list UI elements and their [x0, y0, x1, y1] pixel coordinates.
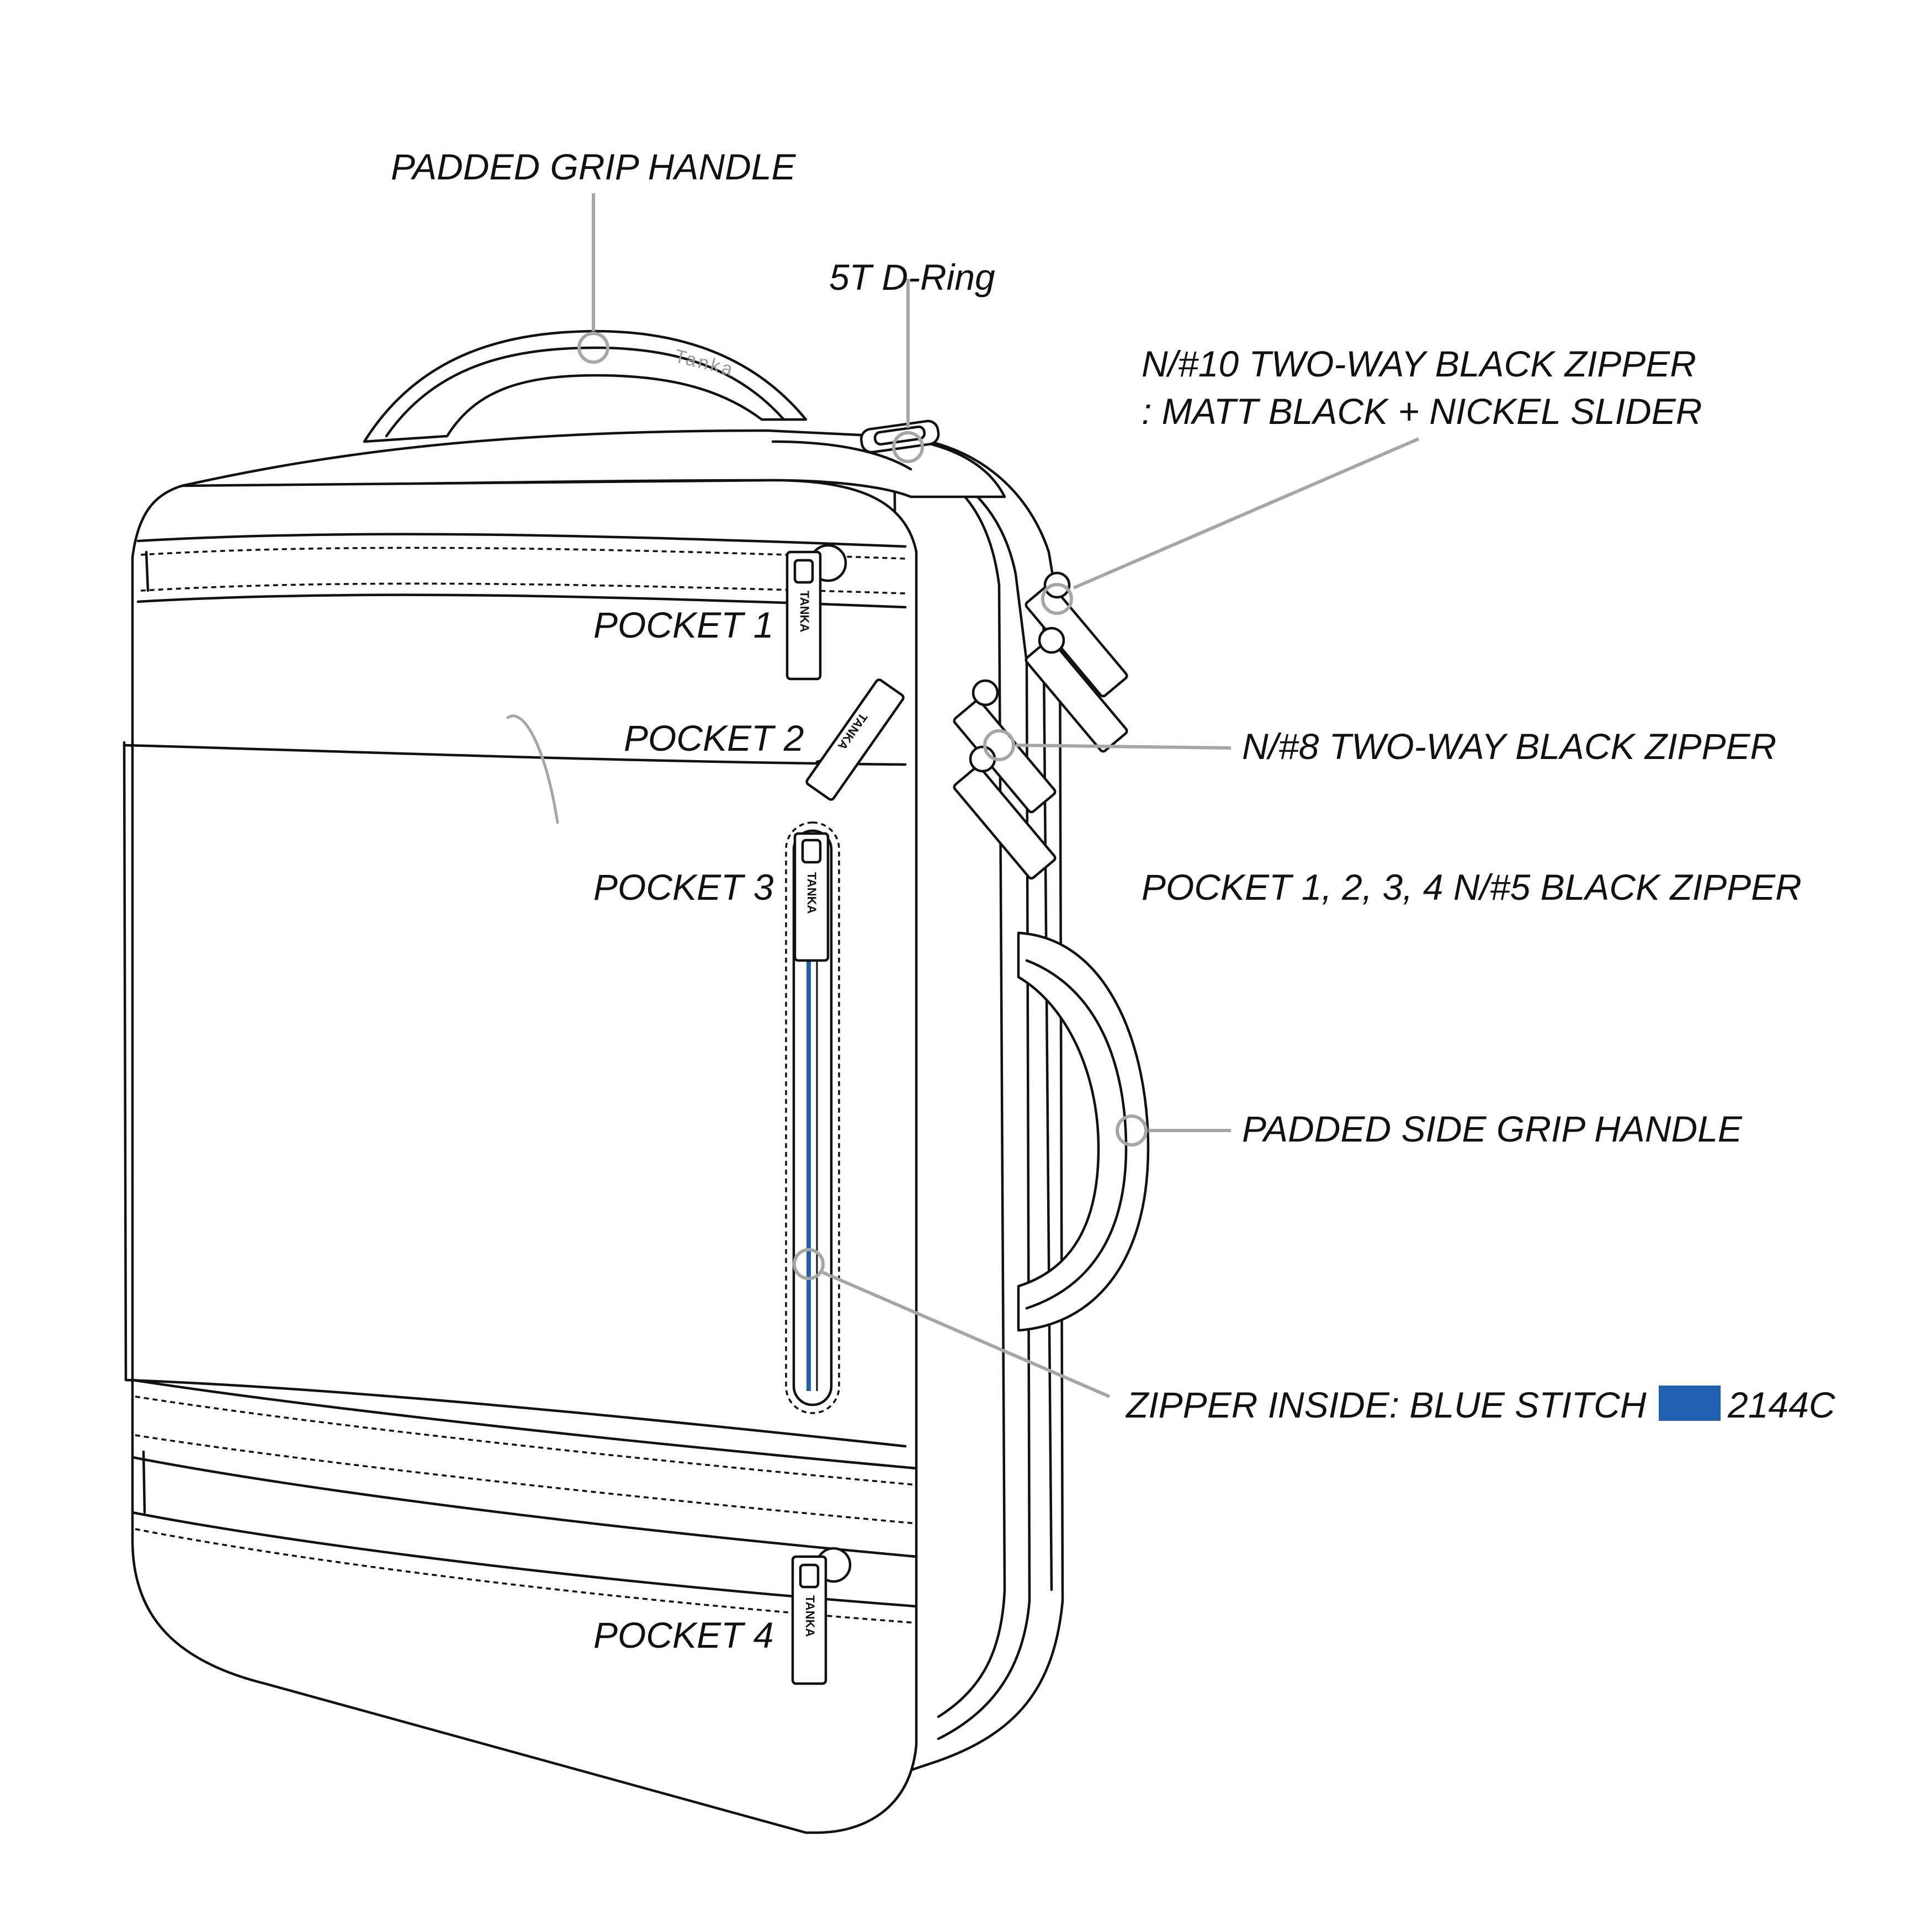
label-main-zipper-line2: : MATT BLACK + NICKEL SLIDER [1142, 391, 1702, 432]
pocket-1-puller: TANKA [785, 544, 847, 681]
pocket-3-zipper [785, 821, 840, 1414]
label-pocket-zippers: POCKET 1, 2, 3, 4 N/#5 BLACK ZIPPER [1142, 867, 1802, 907]
side-panel [893, 434, 1064, 1774]
front-panel [131, 479, 918, 1834]
label-d-ring: 5T D-Ring [829, 257, 995, 298]
label-zipper-inside: ZIPPER INSIDE: BLUE STITCH [1125, 1384, 1647, 1425]
label-stitch-code: 2144C [1727, 1384, 1836, 1425]
pocket-1-band [136, 533, 907, 609]
side-zipper-pullers [953, 679, 1057, 880]
label-main-zipper-line1: N/#10 TWO-WAY BLACK ZIPPER [1142, 343, 1696, 384]
label-pocket-2: POCKET 2 [624, 718, 804, 758]
pocket-4-puller: TANKA [791, 1547, 852, 1685]
label-pocket-1: POCKET 1 [593, 604, 773, 645]
blue-stitch-swatch [1659, 1386, 1721, 1421]
label-pocket-4: POCKET 4 [593, 1615, 773, 1655]
label-side-zipper: N/#8 TWO-WAY BLACK ZIPPER [1242, 726, 1776, 767]
label-padded-grip-handle: PADDED GRIP HANDLE [391, 146, 796, 187]
pocket-1-tag-logo: TANKA [798, 591, 811, 632]
pocket-3-puller: TANKA [793, 832, 830, 962]
side-grip-handle [1017, 931, 1150, 1332]
leader-lines [577, 193, 1420, 1398]
label-pocket-3: POCKET 3 [593, 867, 774, 907]
pocket-4-band [131, 1378, 918, 1624]
top-grip-handle [363, 330, 808, 443]
pocket-2-flap [123, 714, 907, 1448]
label-side-grip-handle: PADDED SIDE GRIP HANDLE [1242, 1108, 1743, 1149]
pocket-3-tag-logo: TANKA [805, 872, 819, 914]
pocket-4-tag-logo: TANKA [803, 1595, 817, 1637]
